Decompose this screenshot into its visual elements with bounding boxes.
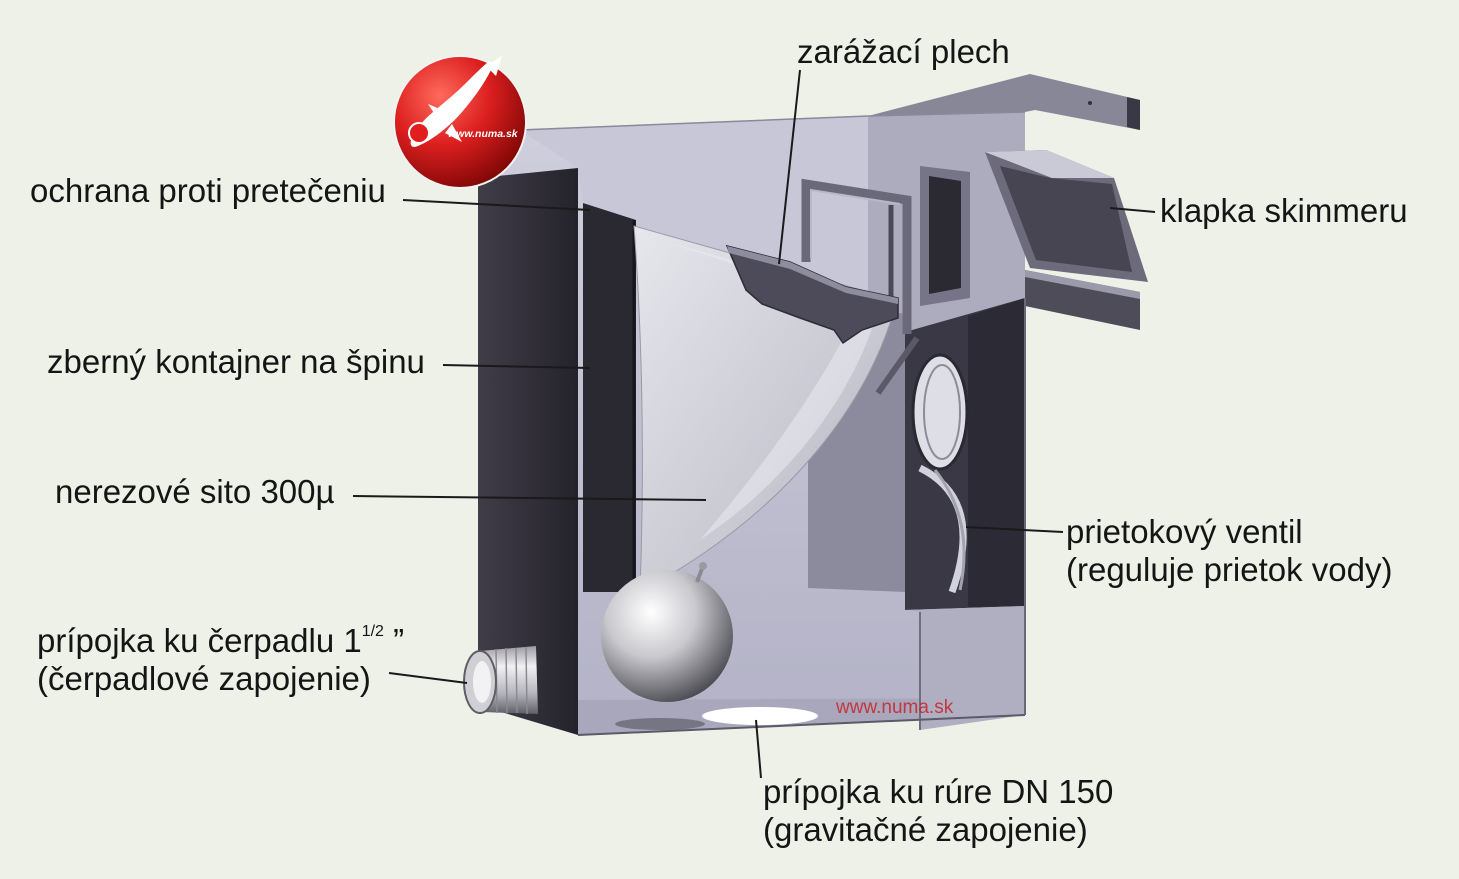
label-dirt-container: zberný kontajner na špinu xyxy=(47,343,425,380)
stop-plate-frame xyxy=(801,178,912,334)
label-pump-connection-title-line: prípojka ku čerpadlu 11/2 ” xyxy=(37,622,404,660)
float-ball-shadow xyxy=(615,718,705,730)
valve-chamber-side xyxy=(968,298,1025,607)
left-wall xyxy=(478,168,578,735)
top-flange-end xyxy=(1127,97,1140,130)
label-sieve: nerezové sito 300µ xyxy=(55,473,335,510)
leader-line-skimmer-flap xyxy=(1109,207,1156,213)
valve-lower-disc-shade xyxy=(933,469,966,591)
numa-logo: www.numa.sk xyxy=(393,55,527,189)
label-stop-plate: zarážací plech xyxy=(797,33,1010,70)
pump-connector-thread xyxy=(515,647,518,714)
label-pump-connection-fraction: 1/2 xyxy=(361,623,384,640)
logo-text: www.numa.sk xyxy=(448,128,519,140)
stop-plate-frame-highlight xyxy=(810,188,901,258)
logo-disc xyxy=(393,55,527,189)
pump-connector-bore xyxy=(473,661,491,703)
label-pump-connection-title: prípojka ku čerpadlu 1 xyxy=(37,622,362,659)
label-flow-valve-note: (reguluje prietok vody) xyxy=(1066,551,1393,588)
float-ball xyxy=(601,562,733,730)
label-pipe-connection-title: prípojka ku rúre DN 150 xyxy=(763,773,1114,810)
float-ball-knob xyxy=(699,562,707,570)
koi-red-spot xyxy=(408,122,430,144)
stop-plate-assembly xyxy=(725,178,912,345)
leader-line-pump-connection xyxy=(388,672,468,684)
koi-fin-icon xyxy=(445,124,462,142)
leader-line-flow-valve xyxy=(965,526,1064,533)
valve-lower-disc xyxy=(918,464,967,594)
label-overflow-protection: ochrana proti pretečeniu xyxy=(30,172,386,209)
skimmer-assembly xyxy=(868,74,1148,330)
flow-valve xyxy=(875,336,969,594)
leader-line-overflow-protection xyxy=(402,199,591,211)
skimmer-flap-inner xyxy=(1000,166,1132,272)
koi-fish-icon xyxy=(410,61,493,147)
stop-plate-top-face xyxy=(727,246,898,304)
overflow-slot xyxy=(929,176,961,294)
koi-fin-icon xyxy=(428,104,447,122)
watermark-text: www.numa.sk xyxy=(835,697,954,718)
leader-line-pipe-connection xyxy=(755,719,762,779)
valve-disc-inner xyxy=(923,364,961,460)
flange-screw xyxy=(1088,101,1092,105)
skimmer-flap-top xyxy=(985,150,1114,178)
label-pipe-connection: prípojka ku rúre DN 150 (gravitačné zapo… xyxy=(763,773,1113,849)
leader-line-stop-plate xyxy=(778,69,801,265)
valve-rod xyxy=(875,336,920,395)
dirt-container xyxy=(583,203,636,592)
lower-flange-top xyxy=(1025,270,1140,299)
label-pump-connection-inch-mark: ” xyxy=(383,622,405,659)
label-pipe-connection-note: (gravitačné zapojenie) xyxy=(763,811,1088,848)
top-flange xyxy=(868,74,1140,130)
pump-connector xyxy=(463,646,538,715)
koi-tail-icon xyxy=(486,56,502,76)
lower-right-panel xyxy=(905,606,1025,730)
label-skimmer-flap: klapka skimmeru xyxy=(1160,192,1408,229)
float-ball-sphere xyxy=(601,570,733,702)
label-flow-valve-title: prietokový ventil xyxy=(1066,513,1303,550)
leader-line-sieve xyxy=(352,495,707,501)
leader-line-dirt-container xyxy=(442,364,591,369)
pump-connector-thread xyxy=(505,647,508,714)
label-flow-valve: prietokový ventil (reguluje prietok vody… xyxy=(1066,513,1393,589)
label-pump-connection: prípojka ku čerpadlu 11/2 ” (čerpadlové … xyxy=(37,622,404,698)
label-pump-connection-note: (čerpadlové zapojenie) xyxy=(37,660,371,697)
bottom-outlet-opening xyxy=(702,707,818,725)
sieve-highlight xyxy=(660,240,880,540)
lower-flange xyxy=(1025,270,1140,330)
leader-lines xyxy=(352,69,1156,779)
pump-connector-thread xyxy=(525,646,528,715)
front-bottom-edge xyxy=(577,714,1026,736)
valve-disc xyxy=(911,353,969,471)
